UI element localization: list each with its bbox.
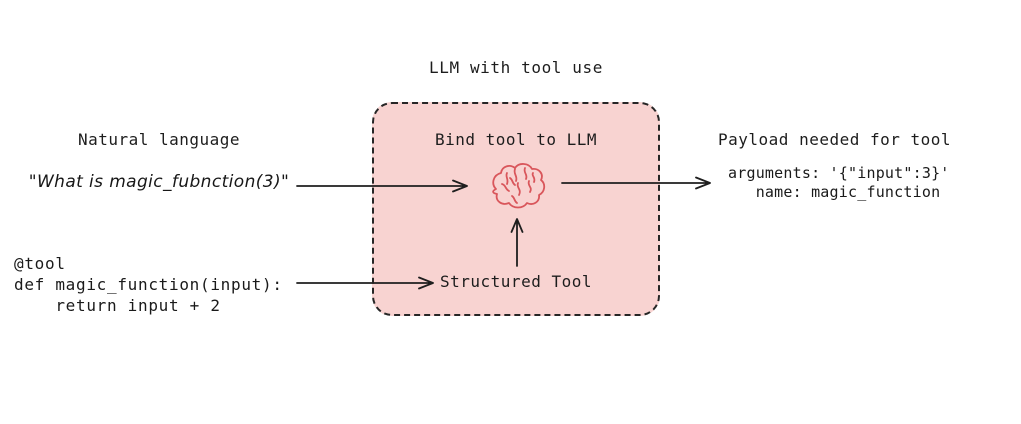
- payload-text: arguments: '{"input":3}' name: magic_fun…: [728, 164, 950, 201]
- brain-icon: [492, 163, 546, 209]
- arrow-structured-tool-to-llm: [510, 218, 524, 267]
- arrow-code-to-structured-tool: [296, 276, 434, 290]
- bind-tool-box: [372, 102, 660, 316]
- payload-heading: Payload needed for tool: [718, 130, 952, 149]
- arrow-llm-to-payload: [561, 176, 711, 190]
- diagram-title: LLM with tool use: [429, 58, 603, 77]
- natural-language-quote: "What is magic_fubnction(3)": [28, 172, 290, 192]
- natural-language-heading: Natural language: [77, 130, 241, 149]
- tool-code-snippet: @tool def magic_function(input): return …: [14, 254, 283, 315]
- bind-tool-heading: Bind tool to LLM: [434, 130, 598, 149]
- structured-tool-label: Structured Tool: [440, 272, 592, 291]
- arrow-natural-language-to-llm: [296, 179, 468, 193]
